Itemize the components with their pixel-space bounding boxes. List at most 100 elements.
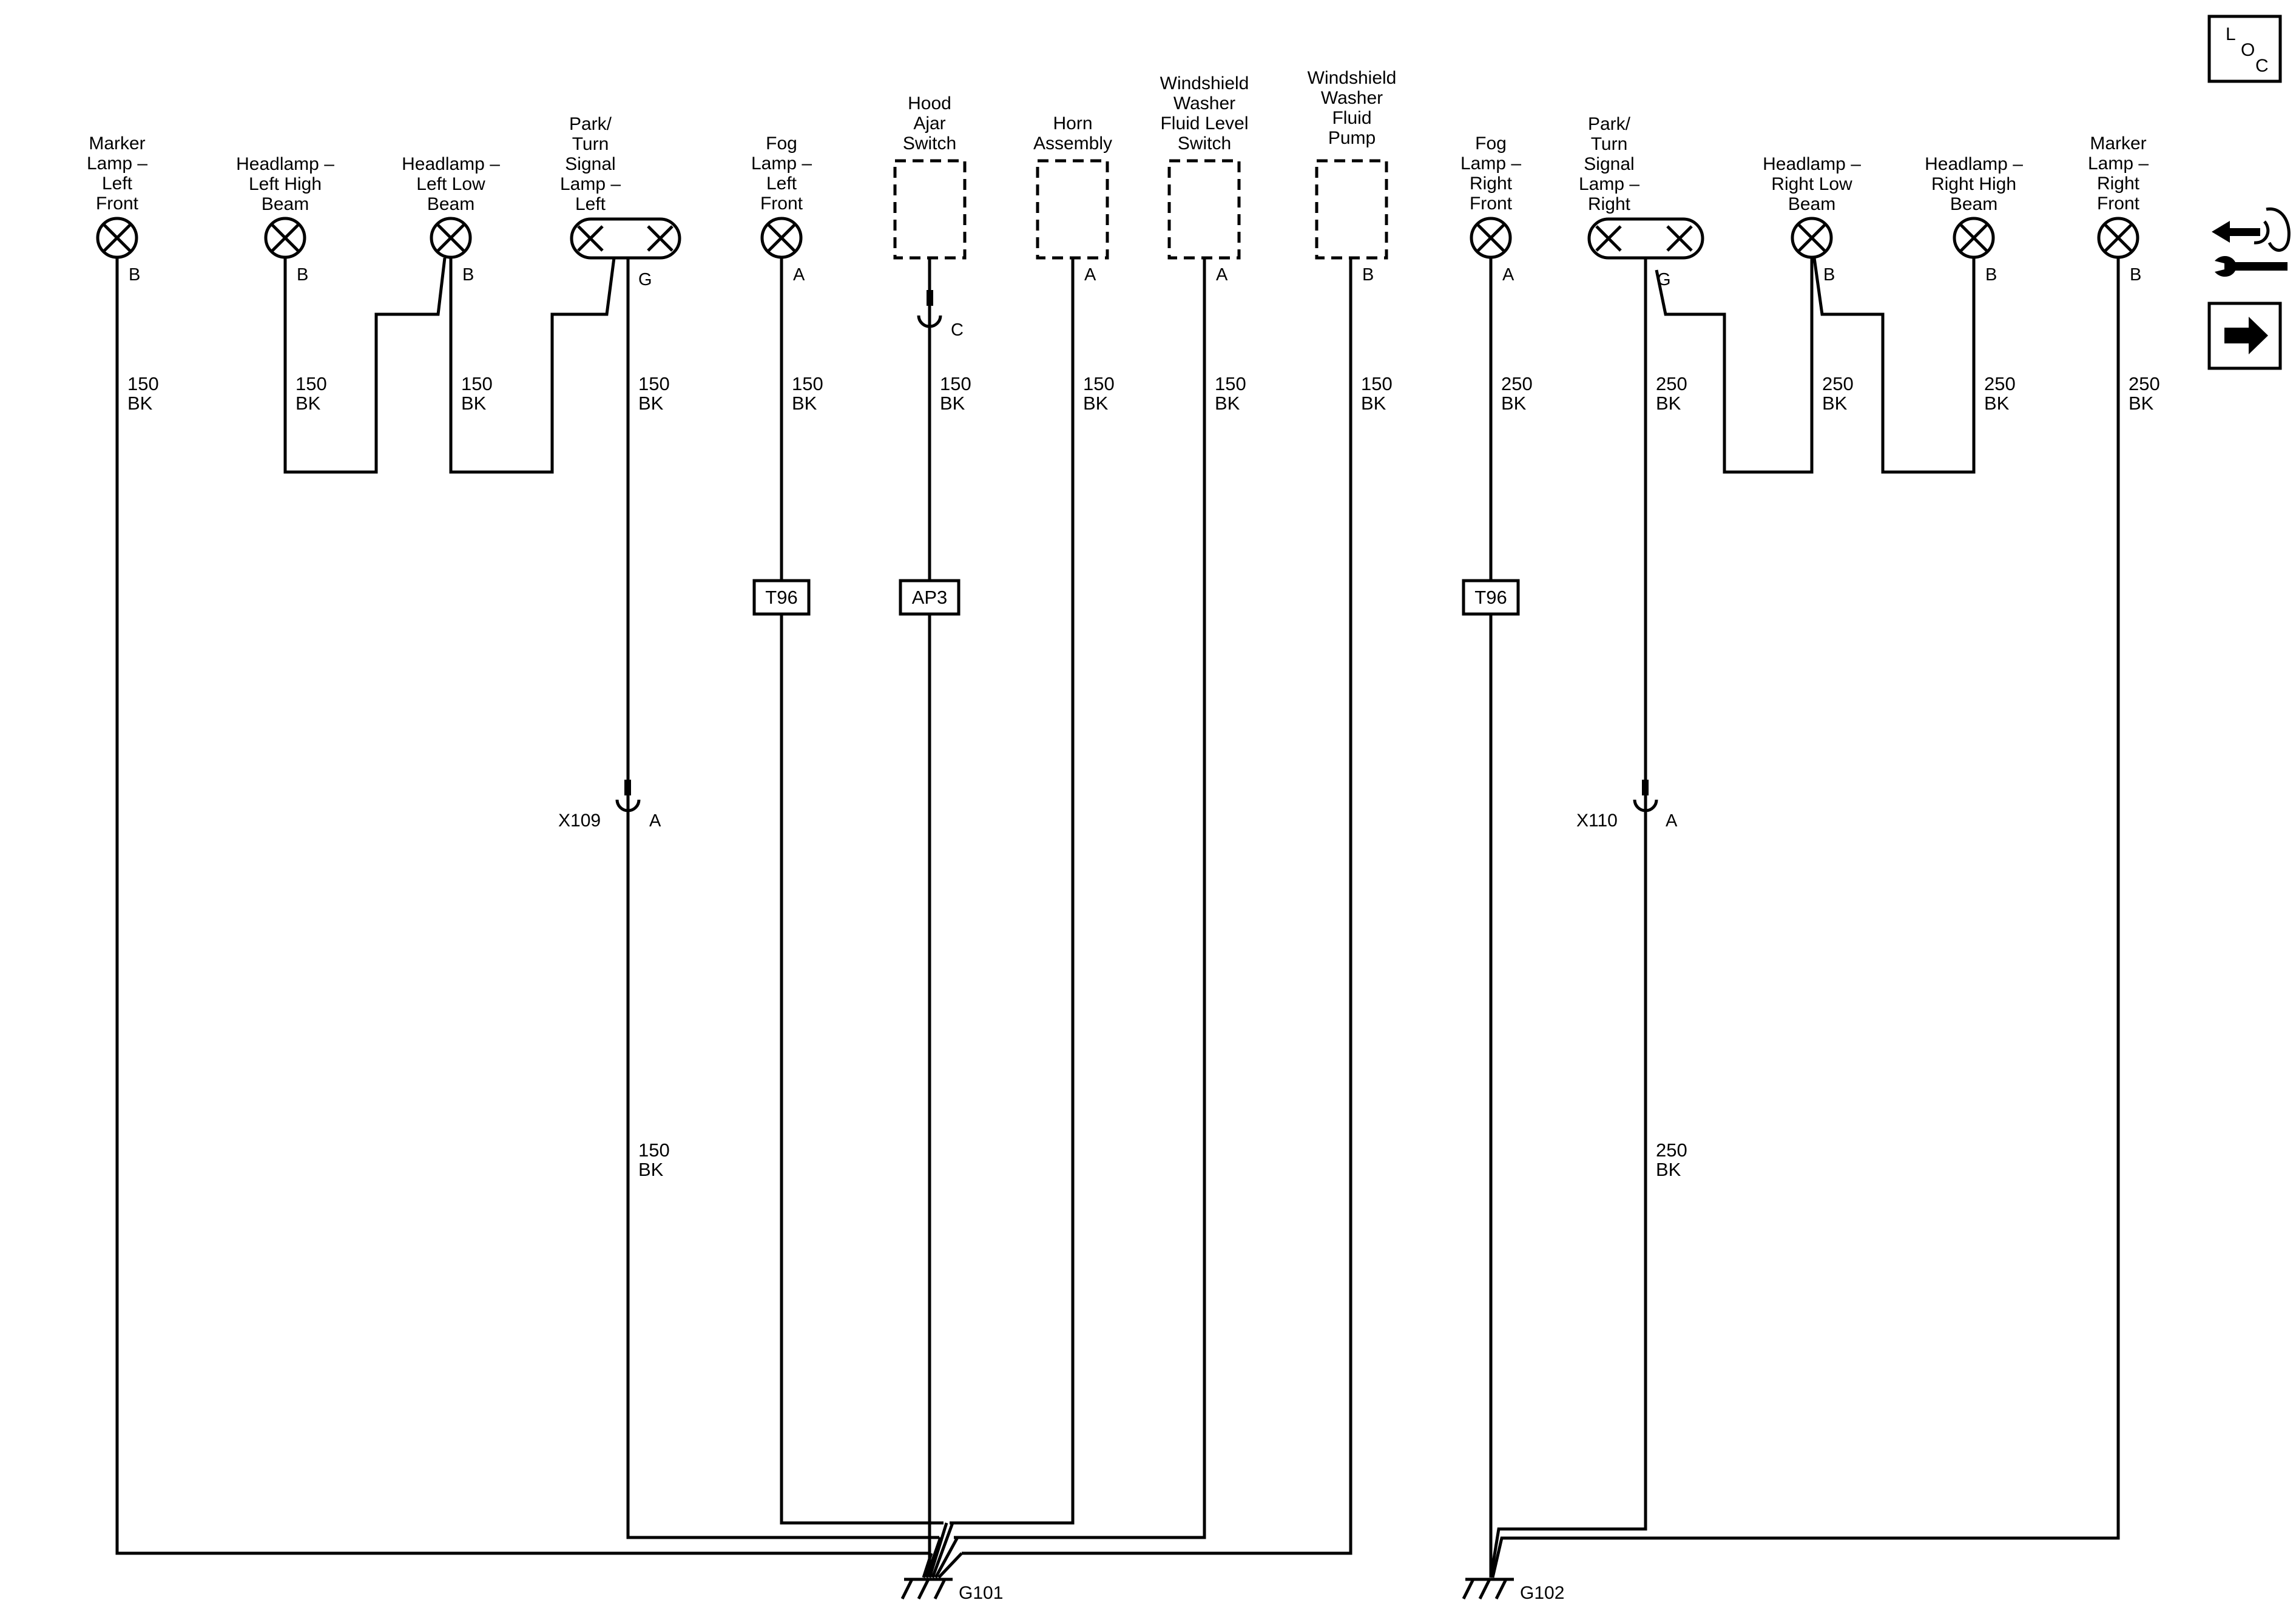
component-label-headlamp-right-low: Right Low: [1771, 174, 1852, 194]
lamp-marker-left: [96, 217, 138, 259]
component-label-park-turn-right: Turn: [1591, 134, 1628, 154]
component-label-marker-left: Left: [102, 174, 133, 194]
component-label-washer-pump: Windshield: [1308, 68, 1397, 88]
lamp-park-turn-right: [1587, 217, 1704, 260]
pin-headlamp-right-low: B: [1823, 265, 1835, 285]
connector-pin-x109: A: [649, 811, 661, 831]
component-label-headlamp-right-low: Beam: [1788, 194, 1835, 214]
arrow-right-icon[interactable]: [2207, 302, 2282, 370]
svg-text:BK: BK: [1984, 393, 2010, 414]
component-label-hood-ajar: Ajar: [913, 113, 945, 133]
svg-text:150: 150: [127, 373, 159, 394]
component-label-headlamp-right-low: Headlamp –: [1763, 154, 1861, 174]
component-label-park-turn-right: Signal: [1584, 154, 1634, 174]
svg-text:150: 150: [461, 373, 493, 394]
box-washer-pump: [1315, 159, 1388, 260]
connector-label-x110: X110: [1576, 811, 1618, 831]
lamp-headlamp-right-high: [1953, 217, 1995, 259]
option-box-t96-right: T96: [1462, 579, 1520, 616]
svg-text:150: 150: [1083, 373, 1115, 394]
ground-symbol-g101: [900, 1578, 953, 1600]
svg-text:150: 150: [1361, 373, 1393, 394]
component-label-fog-left: Front: [760, 194, 803, 214]
pin-hood-ajar: C: [951, 320, 964, 340]
svg-text:BK: BK: [1361, 393, 1386, 414]
option-box-ap3: AP3: [899, 579, 961, 616]
component-label-marker-right: Front: [2097, 194, 2140, 214]
svg-text:150: 150: [1215, 373, 1246, 394]
svg-text:BK: BK: [1215, 393, 1240, 414]
component-label-horn: Assembly: [1033, 133, 1112, 154]
loc-icon[interactable]: L O C: [2207, 15, 2282, 83]
lamp-fog-left: [760, 217, 803, 259]
component-label-headlamp-right-high: Beam: [1950, 194, 1997, 214]
connector-x109: [615, 780, 641, 812]
component-label-washer-level: Switch: [1178, 133, 1231, 154]
svg-text:BK: BK: [295, 393, 321, 414]
ground-label-g101: G101: [959, 1583, 1003, 1603]
svg-text:150: 150: [295, 373, 327, 394]
pin-washer-pump: B: [1362, 265, 1374, 285]
connector-label-x109: X109: [558, 811, 601, 831]
pin-fog-right: A: [1502, 265, 1514, 285]
svg-text:250: 250: [1984, 373, 2016, 394]
svg-text:L: L: [2226, 24, 2236, 44]
component-label-park-turn-left: Lamp –: [560, 174, 621, 194]
pin-marker-right: B: [2130, 265, 2141, 285]
svg-text:250: 250: [1656, 1139, 1687, 1161]
component-label-fog-left: Lamp –: [751, 154, 812, 174]
component-label-marker-left: Marker: [89, 133, 145, 154]
component-label-headlamp-left-low: Headlamp –: [402, 154, 500, 174]
component-label-washer-pump: Pump: [1328, 128, 1376, 148]
svg-text:BK: BK: [1656, 393, 1681, 414]
pin-park-turn-left: G: [638, 270, 652, 289]
component-label-headlamp-left-low: Left Low: [416, 174, 485, 194]
box-horn-assembly: [1036, 159, 1109, 260]
svg-text:BK: BK: [1656, 1159, 1681, 1180]
right-wire-network: [1489, 257, 2120, 1578]
left-wire-network: [115, 257, 1352, 1579]
component-label-fog-right: Lamp –: [1460, 154, 1521, 174]
component-label-headlamp-left-high: Beam: [262, 194, 309, 214]
svg-text:BK: BK: [1083, 393, 1109, 414]
svg-text:C: C: [2255, 56, 2269, 76]
svg-text:BK: BK: [638, 1159, 664, 1180]
pin-washer-level: A: [1216, 265, 1228, 285]
component-label-park-turn-left: Left: [575, 194, 606, 214]
lamp-park-turn-left: [570, 217, 681, 260]
svg-text:BK: BK: [2129, 393, 2154, 414]
component-label-headlamp-left-high: Headlamp –: [236, 154, 334, 174]
svg-text:150: 150: [638, 373, 670, 394]
svg-text:T96: T96: [765, 587, 797, 608]
connector-x110: [1633, 780, 1658, 812]
lamp-headlamp-left-low: [430, 217, 472, 259]
component-label-marker-left: Front: [96, 194, 139, 214]
component-label-washer-pump: Washer: [1321, 88, 1383, 108]
svg-text:250: 250: [1501, 373, 1533, 394]
component-label-fog-left: Left: [766, 174, 797, 194]
connector-tool-icon[interactable]: [2212, 207, 2292, 277]
component-label-headlamp-right-high: Right High: [1931, 174, 2016, 194]
component-label-park-turn-right: Lamp –: [1579, 174, 1639, 194]
component-label-fog-right: Front: [1470, 194, 1513, 214]
pin-labels: B B B G A C A A B A G B B B: [129, 265, 2141, 340]
component-label-headlamp-left-high: Left High: [249, 174, 322, 194]
lamp-headlamp-right-low: [1791, 217, 1833, 259]
connector-pin-x110: A: [1666, 811, 1678, 831]
